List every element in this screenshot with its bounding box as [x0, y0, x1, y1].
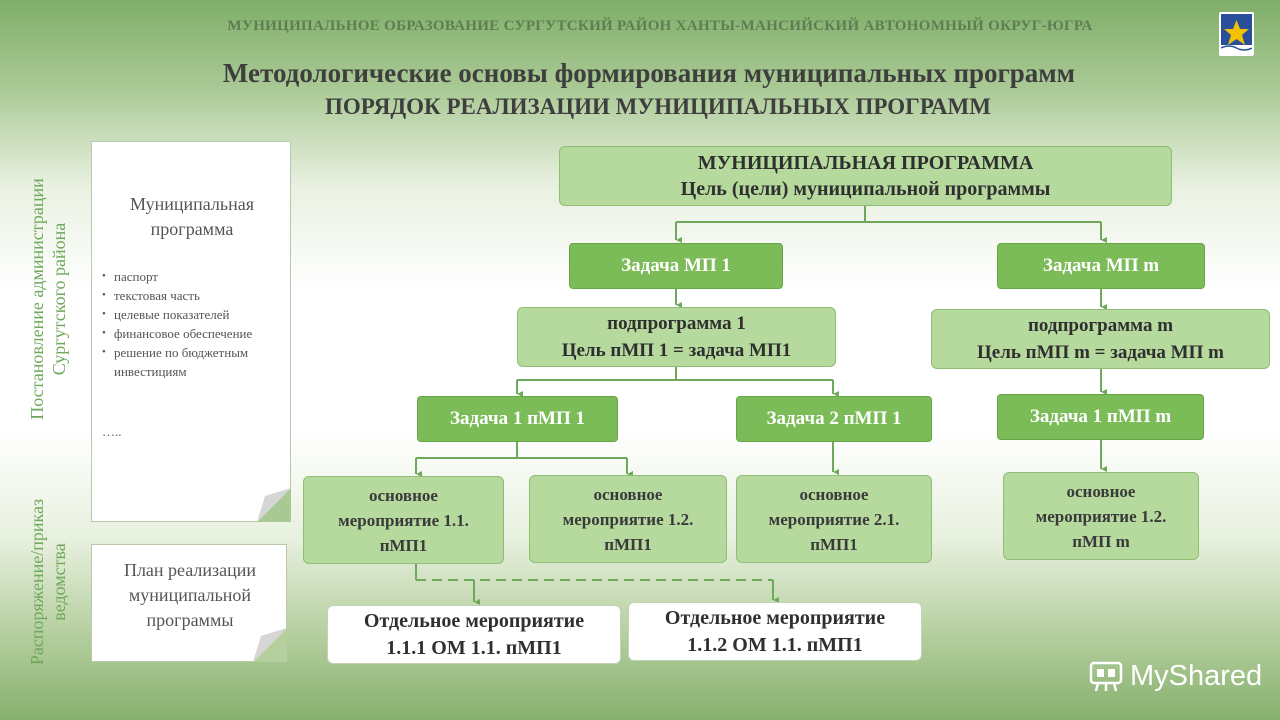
myshared-logo-icon	[1089, 661, 1123, 692]
activity-line: мероприятие 1.2.	[1035, 506, 1167, 526]
box-activity-1-1: основное мероприятие 1.1. пМП1	[303, 476, 504, 564]
activity-line: пМП m	[1072, 531, 1130, 551]
separate-activity-line1: Отдельное мероприятие	[363, 609, 585, 632]
watermark: MyShared	[1088, 655, 1268, 697]
box-subprogram-m-line2: Цель пМП m = задача МП m	[977, 342, 1224, 363]
separate-activity-line1: Отдельное мероприятие	[664, 606, 886, 629]
box-activity-2-1: основное мероприятие 2.1. пМП1	[736, 475, 932, 563]
activity-line: пМП1	[379, 535, 428, 555]
page-fold-icon	[257, 488, 291, 522]
header-text: МУНИЦИПАЛЬНОЕ ОБРАЗОВАНИЕ СУРГУТСКИЙ РАЙ…	[227, 18, 1093, 34]
activity-line: мероприятие 1.1.	[338, 510, 469, 530]
box-task1-pmpm: Задача 1 пМП m	[997, 394, 1204, 440]
box-separate-activity-1-1-2: Отдельное мероприятие 1.1.2 ОМ 1.1. пМП1	[628, 602, 922, 661]
box-municipal-program-line1: МУНИЦИПАЛЬНАЯ ПРОГРАММА	[697, 152, 1034, 174]
list-item: финансовое обеспечение	[96, 324, 276, 343]
box-task1-pmp1: Задача 1 пМП 1	[417, 396, 618, 442]
doc-plan-title: План реализации муниципальной программы	[123, 560, 257, 630]
box-municipal-program-line2: Цель (цели) муниципальной программы	[680, 178, 1051, 200]
coat-of-arms-icon	[1219, 12, 1254, 56]
activity-line: мероприятие 1.2.	[562, 509, 694, 529]
activity-line: основное	[799, 484, 869, 504]
doc-implementation-plan: План реализации муниципальной программы	[91, 544, 287, 662]
doc-municipal-program: Муниципальная программа паспорт текстова…	[91, 141, 291, 522]
list-item: текстовая часть	[96, 286, 276, 305]
box-municipal-program: МУНИЦИПАЛЬНАЯ ПРОГРАММА Цель (цели) муни…	[559, 146, 1172, 206]
activity-line: основное	[1066, 481, 1136, 501]
page-title: Методологические основы формирования мун…	[222, 58, 1076, 88]
box-subprogram-m: подпрограмма m Цель пМП m = задача МП m	[931, 309, 1270, 369]
page-subtitle: ПОРЯДОК РЕАЛИЗАЦИИ МУНИЦИПАЛЬНЫХ ПРОГРАМ…	[325, 94, 991, 119]
doc-program-list: паспорт текстовая часть целевые показате…	[96, 267, 276, 381]
doc-program-ellipsis: …..	[102, 424, 122, 439]
activity-line: мероприятие 2.1.	[768, 509, 900, 529]
separate-activity-line2: 1.1.1 ОМ 1.1. пМП1	[386, 636, 562, 659]
list-item: решение по бюджетным инвестициям	[96, 343, 276, 381]
activity-line: пМП1	[604, 534, 652, 554]
activity-line: основное	[593, 484, 663, 504]
box-activity-1-2: основное мероприятие 1.2. пМП1	[529, 475, 727, 563]
box-task2-pmp1: Задача 2 пМП 1	[736, 396, 932, 442]
box-task-mpm: Задача МП m	[997, 243, 1205, 289]
watermark-text: MyShared	[1130, 659, 1263, 692]
activity-line: основное	[369, 485, 438, 505]
box-subprogram-1: подпрограмма 1 Цель пМП 1 = задача МП1	[517, 307, 836, 367]
box-subprogram-1-line2: Цель пМП 1 = задача МП1	[561, 340, 792, 361]
header-bar: МУНИЦИПАЛЬНОЕ ОБРАЗОВАНИЕ СУРГУТСКИЙ РАЙ…	[0, 0, 1280, 56]
activity-line: пМП1	[810, 534, 858, 554]
doc-program-title: Муниципальная программа	[130, 194, 254, 239]
list-item: паспорт	[96, 267, 276, 286]
page-fold-icon	[253, 628, 287, 662]
separate-activity-line2: 1.1.2 ОМ 1.1. пМП1	[687, 633, 863, 656]
box-subprogram-m-line1: подпрограмма m	[1027, 315, 1174, 336]
box-activity-1-2-m: основное мероприятие 1.2. пМП m	[1003, 472, 1199, 560]
box-subprogram-1-line1: подпрограмма 1	[607, 313, 746, 334]
list-item: целевые показателей	[96, 305, 276, 324]
box-separate-activity-1-1-1: Отдельное мероприятие 1.1.1 ОМ 1.1. пМП1	[327, 605, 621, 664]
box-task-mp1: Задача МП 1	[569, 243, 783, 289]
